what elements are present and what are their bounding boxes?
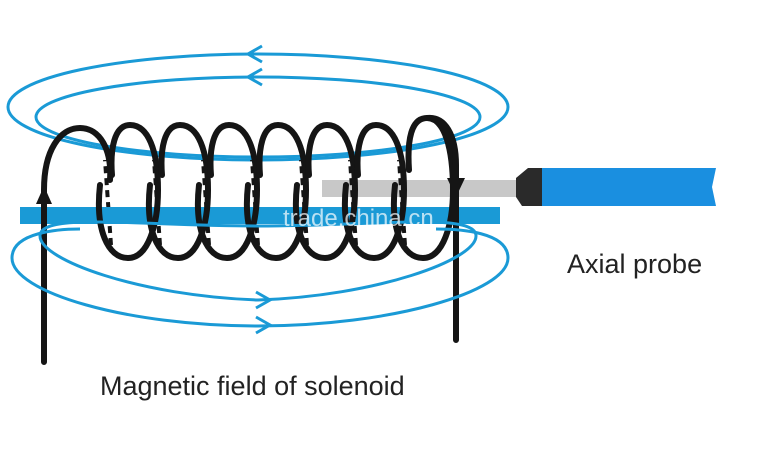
upper-field-arrows [244, 44, 263, 87]
arrow-icon [447, 178, 465, 197]
current-arrows [36, 178, 465, 204]
arrow-icon [244, 44, 263, 64]
lower-field-lines [10, 220, 510, 328]
probe-label: Axial probe [567, 249, 703, 279]
lower-field-arrows [255, 290, 274, 335]
arrow-icon [255, 315, 274, 335]
coil-front-turns [41, 114, 459, 365]
probe-tip [516, 168, 542, 206]
lower-inner-field-loop [38, 220, 478, 302]
arrow-icon [244, 67, 263, 87]
watermark: trade.china.cn [283, 205, 434, 232]
arrow-icon [255, 290, 274, 310]
coil-turn [293, 121, 359, 262]
lower-outer-field-loop [10, 227, 510, 328]
coil-turn [244, 121, 310, 262]
probe-body [542, 168, 716, 206]
coil-turn [342, 121, 408, 262]
arrow-icon [36, 186, 52, 204]
probe-rod [322, 180, 522, 197]
axial-field-band [20, 207, 500, 224]
lead-wire-right [424, 114, 459, 343]
coil-turn [195, 121, 261, 262]
axial-probe [322, 168, 716, 206]
coil-turn [146, 121, 212, 262]
coil-turn [96, 121, 162, 262]
diagram-caption: Magnetic field of solenoid [100, 371, 405, 401]
lead-wire-left [41, 124, 114, 365]
